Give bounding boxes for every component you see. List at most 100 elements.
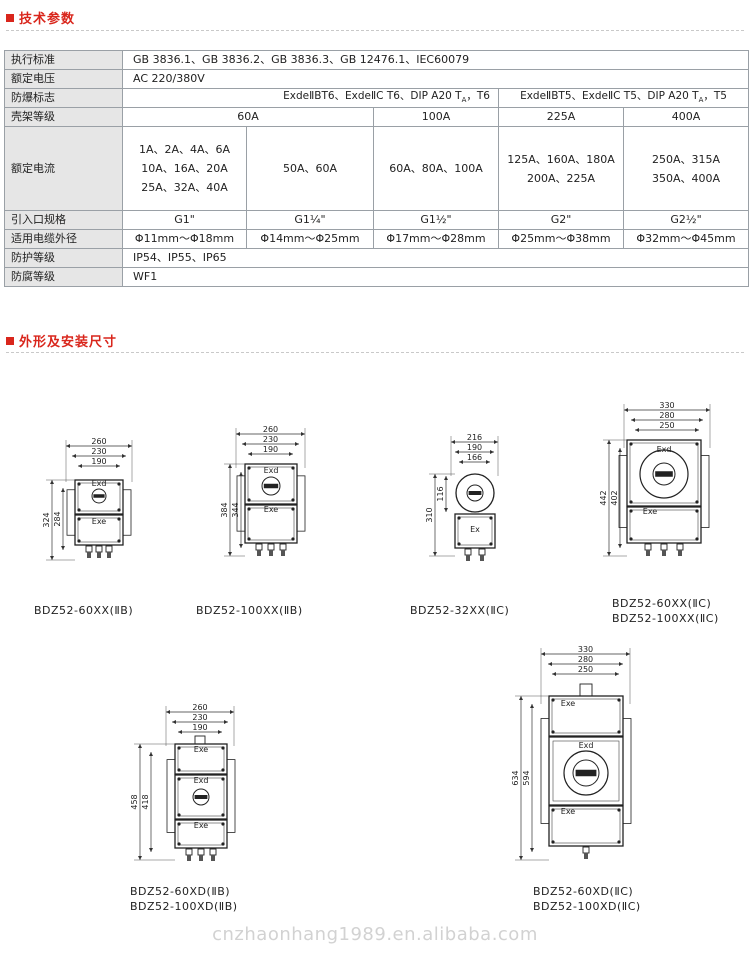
width-dimension-label: 230 — [192, 713, 207, 722]
cable-gland-nut-icon — [211, 855, 215, 861]
caption-line: BDZ52-100XD(ⅡC) — [533, 900, 641, 913]
switch-lever-icon — [468, 491, 482, 495]
cable-gland-icon — [105, 545, 113, 553]
mounting-bracket-icon — [226, 759, 236, 833]
cable-gland-icon — [197, 848, 205, 856]
current-cell-1: 1A、2A、4A、6A 10A、16A、20A 25A、32A、40A — [122, 126, 247, 212]
dimension-arrow — [138, 744, 142, 860]
ex-mark-label: Exd — [657, 445, 672, 454]
cable-gland-nut-icon — [480, 555, 484, 561]
ex-mark-label: Exe — [561, 807, 576, 816]
upper-enclosure-inner — [77, 482, 121, 512]
cable-gland-nut-icon — [187, 855, 191, 861]
cable-gland-icon — [279, 543, 287, 551]
cable-gland-nut-icon — [257, 550, 261, 556]
switch-knob-icon — [652, 462, 676, 486]
bolt-icon — [77, 517, 81, 521]
spec-table: 执行标准 GB 3836.1、GB 3836.2、GB 3836.3、GB 12… — [4, 50, 750, 288]
dimension-arrow — [236, 432, 305, 436]
caption-line: BDZ52-60XX(ⅡB) — [34, 604, 134, 617]
frame-value: 100A — [373, 107, 499, 128]
standard-value: GB 3836.1、GB 3836.2、GB 3836.3、GB 12476.1… — [121, 50, 750, 70]
bolt-icon — [77, 508, 81, 512]
width-dimension-label: 216 — [467, 433, 482, 442]
switch-lever-icon — [575, 769, 597, 777]
cable-gland-nut-icon — [281, 550, 285, 556]
width-dimension-label: 250 — [578, 665, 593, 674]
section-title-params: 技术参数 — [19, 12, 76, 27]
dimension-arrow — [61, 488, 65, 550]
middle-enclosure — [548, 736, 624, 806]
cable-gland-nut-icon — [646, 550, 650, 556]
switch-lever-icon — [655, 471, 673, 477]
row-label: 额定电流 — [4, 126, 123, 212]
dimension-arrow — [178, 730, 222, 734]
row-label: 壳架等级 — [4, 107, 123, 128]
current-line: 125A、160A、180A — [507, 152, 615, 166]
switch-knob-icon — [466, 484, 484, 502]
watermark: cnzhaonhang1989.en.alibaba.com — [212, 924, 538, 945]
lower-enclosure-inner — [177, 822, 225, 846]
cable-gland-nut-icon — [107, 552, 111, 558]
height-dimension-label: 284 — [53, 511, 62, 526]
cable-gland-icon — [579, 683, 593, 697]
bolt-icon — [629, 537, 633, 541]
bolt-icon — [177, 813, 181, 817]
lower-enclosure-inner — [629, 509, 699, 541]
table-row: 防护等级 IP54、IP55、IP65 — [4, 248, 750, 269]
width-dimension-label: 230 — [263, 435, 278, 444]
bolt-icon — [629, 509, 633, 513]
inlet-value: G1" — [122, 210, 247, 231]
bolt-icon — [291, 507, 295, 511]
ex-mark-left: ExdeⅡBT6、ExdeⅡC T6、DIP A20 TA，T6 — [122, 87, 499, 109]
bolt-icon — [291, 498, 295, 502]
section-divider — [6, 30, 744, 31]
current-line: 350A、400A — [651, 171, 721, 185]
width-dimension-label: 190 — [467, 443, 482, 452]
lower-enclosure — [174, 819, 228, 849]
bolt-icon — [77, 482, 81, 486]
cable-gland-nut-icon — [584, 853, 588, 859]
inlet-value: G1¼" — [246, 210, 374, 231]
terminal-enclosure — [454, 513, 496, 549]
table-row: 额定电流 1A、2A、4A、6A 10A、16A、20A 25A、32A、40A… — [4, 126, 750, 212]
switch-dial-icon — [563, 750, 609, 796]
bolt-icon — [695, 537, 699, 541]
switch-knob-icon — [572, 759, 600, 787]
bolt-icon — [629, 500, 633, 504]
bolt-icon — [177, 768, 181, 772]
height-dimension-label: 418 — [141, 794, 150, 809]
caption-line: BDZ52-32XX(ⅡC) — [410, 604, 510, 617]
bolt-icon — [177, 777, 181, 781]
bolt-icon — [77, 539, 81, 543]
height-dimension-label: 310 — [425, 507, 434, 522]
voltage-value: AC 220/380V — [121, 69, 750, 89]
dimension-arrow — [631, 418, 703, 422]
bolt-icon — [247, 498, 251, 502]
switch-dial-icon — [639, 449, 689, 499]
ex-mark-label: Exe — [264, 505, 279, 514]
inlet-value: G2½" — [622, 210, 750, 231]
round-enclosure — [455, 473, 495, 513]
switch-lever-icon — [194, 795, 208, 799]
cable-gland-icon — [478, 548, 486, 556]
mounting-bracket-icon — [166, 759, 176, 833]
inlet-value: G2" — [498, 210, 624, 231]
dimension-arrow — [624, 408, 710, 412]
lower-enclosure — [244, 504, 298, 544]
upper-enclosure — [626, 439, 702, 507]
mounting-bracket-icon — [122, 489, 132, 536]
cable-gland-icon — [660, 543, 668, 551]
section-divider — [6, 352, 744, 353]
mounting-bracket-icon — [622, 718, 632, 824]
caption-line: BDZ52-60XD(ⅡB) — [130, 885, 231, 898]
switch-knob-icon — [91, 488, 107, 504]
bolt-icon — [617, 730, 621, 734]
caption-line: BDZ52-100XX(ⅡC) — [612, 612, 719, 625]
table-row: 执行标准 GB 3836.1、GB 3836.2、GB 3836.3、GB 12… — [4, 50, 750, 70]
upper-enclosure-inner — [629, 442, 699, 504]
width-dimension-label: 190 — [192, 723, 207, 732]
cable-gland-icon — [582, 846, 590, 854]
lower-enclosure — [626, 506, 702, 544]
dimension-arrow — [459, 460, 490, 464]
